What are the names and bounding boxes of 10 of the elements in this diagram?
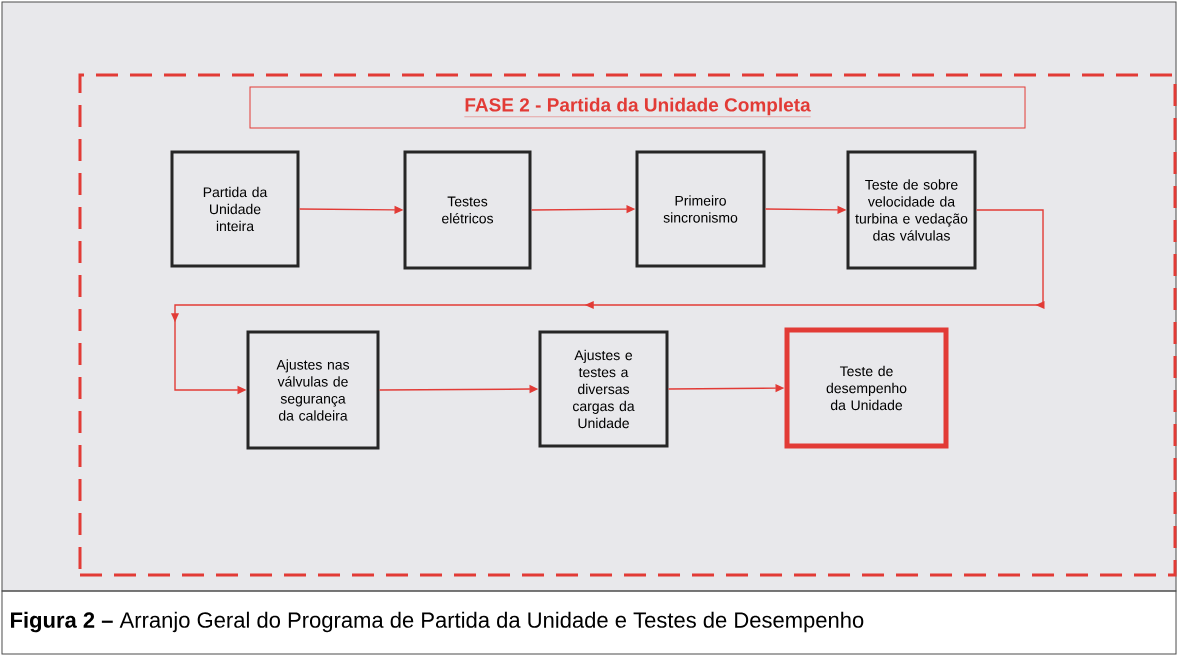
process-box: Primeiro sincronismo — [635, 150, 766, 268]
process-box: Testes elétricos — [403, 150, 532, 270]
process-box: Partida da Unidade inteira — [170, 150, 300, 268]
caption: Figura 2 – Arranjo Geral do Programa de Partida da Unidade e Testes de Desempenho — [11, 611, 864, 633]
highlighted-box: Teste de desempenho da Unidade — [784, 327, 949, 449]
title-box: FASE 2 - Partida da Unidade Completa — [249, 86, 1026, 129]
process-box: Ajustes e testes a diversas cargas da Unidade — [538, 330, 669, 448]
process-box: Ajustes nas válvulas de segurança da caldeira — [246, 330, 380, 450]
process-box: Teste de sobre velocidade da turbina e vedação das válvulas — [846, 150, 977, 270]
dashed-frame — [78, 73, 1177, 577]
